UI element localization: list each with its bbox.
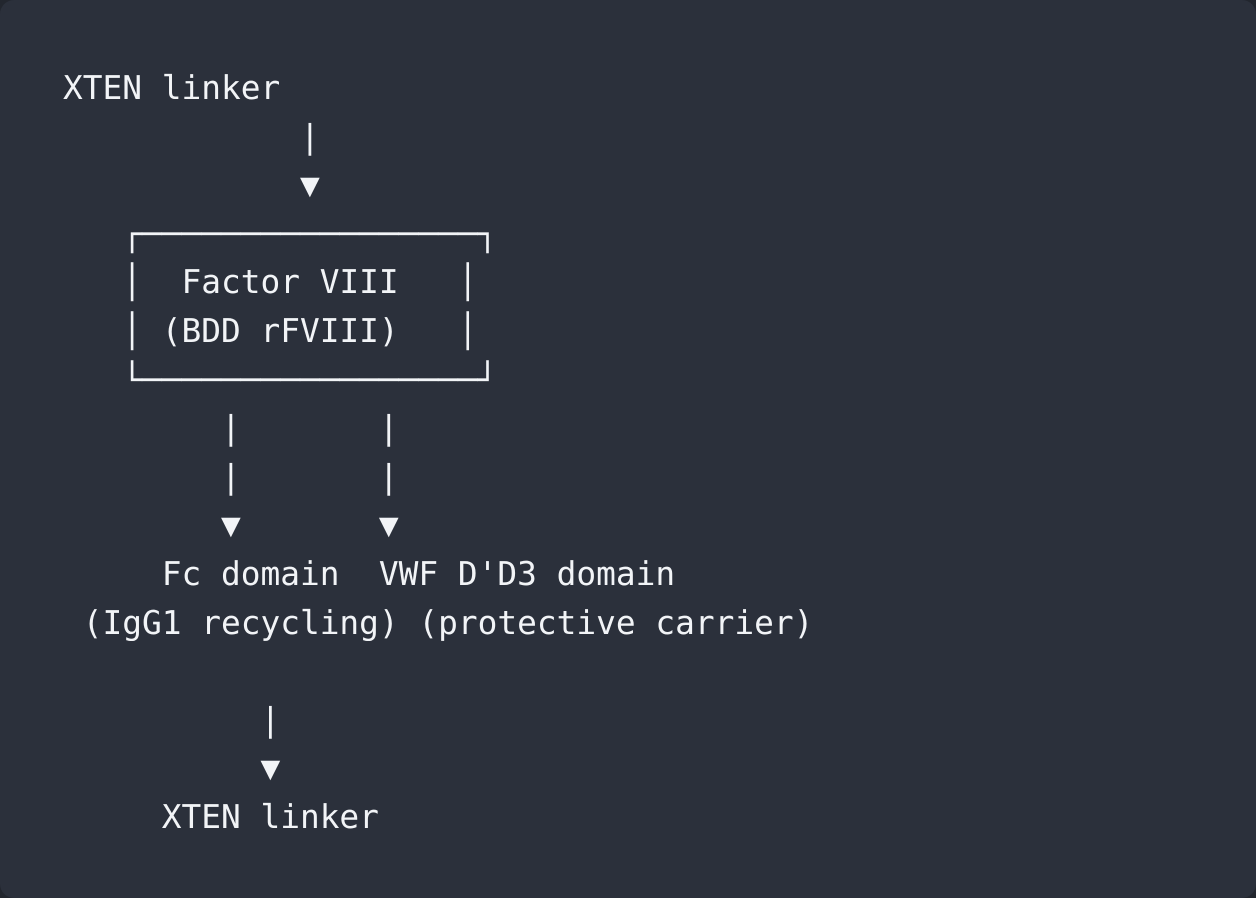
- ascii-flowchart: XTEN linker | ▼ ┌─────────────────┐ │ Fa…: [63, 69, 814, 836]
